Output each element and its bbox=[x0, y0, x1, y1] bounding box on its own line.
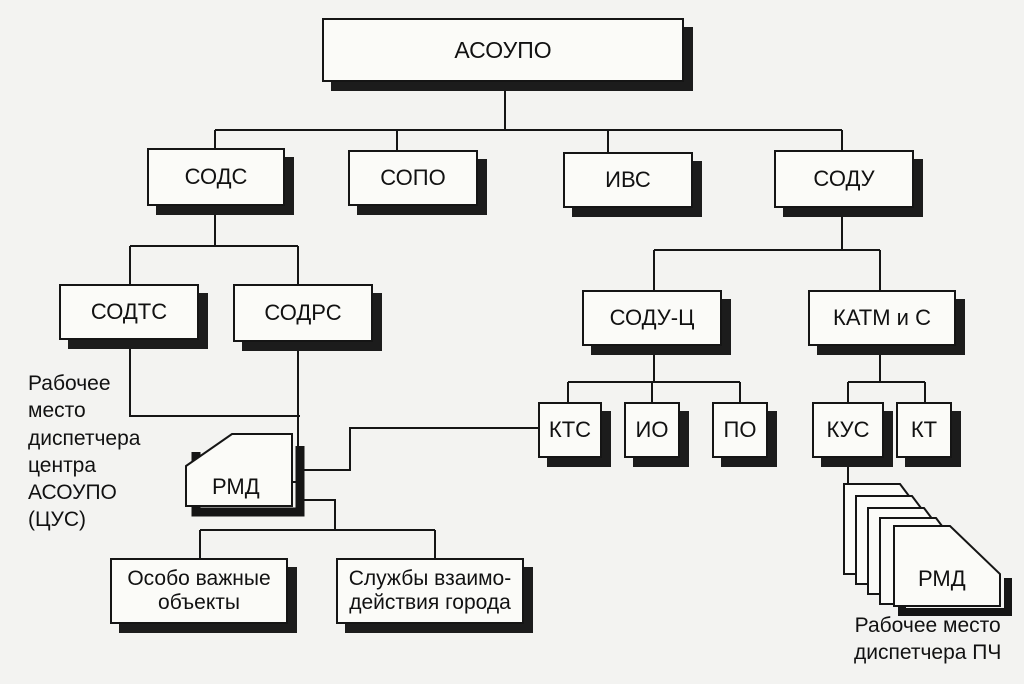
root-node-asoupo: АСОУПО bbox=[322, 18, 684, 82]
node-kt: КТ bbox=[896, 402, 952, 458]
city-services-line-2: действия города bbox=[349, 591, 511, 614]
node-io: ИО bbox=[624, 402, 680, 458]
caption-center-workplace: Рабочее место диспетчера центра АСОУПО (… bbox=[28, 370, 140, 534]
node-important-objects: Особо важные объекты bbox=[110, 558, 288, 624]
caption-center-line: Рабочее bbox=[28, 372, 111, 395]
label-rmd-center: РМД bbox=[212, 474, 260, 499]
node-sods: СОДС bbox=[147, 148, 285, 206]
caption-center-line: (ЦУС) bbox=[28, 508, 87, 532]
edge-katm-children bbox=[847, 348, 926, 402]
caption-center-line: место bbox=[28, 399, 86, 423]
node-katm-i-s: КАТМ и С bbox=[808, 290, 956, 346]
node-kts: КТС bbox=[538, 402, 602, 458]
node-city-services: Службы взаимо- действия города bbox=[336, 558, 524, 624]
node-sodrs: СОДРС bbox=[233, 284, 373, 342]
node-kus: КУС bbox=[812, 402, 884, 458]
rmd-center-shape bbox=[185, 433, 305, 517]
important-objects-line-1: Особо важные bbox=[127, 566, 271, 590]
caption-center-line: АСОУПО bbox=[28, 481, 117, 505]
caption-center-line: центра bbox=[28, 453, 97, 477]
caption-pch-line: диспетчера ПЧ bbox=[854, 641, 1002, 665]
label-rmd-pch: РМД bbox=[918, 566, 966, 591]
city-services-line-1: Службы взаимо- bbox=[348, 566, 512, 590]
edge-sodu-children bbox=[653, 212, 881, 290]
caption-center-line: диспетчера bbox=[28, 426, 141, 450]
node-sodu: СОДУ bbox=[774, 150, 914, 208]
node-ivs: ИВС bbox=[563, 152, 693, 208]
node-sodts: СОДТС bbox=[59, 284, 199, 340]
edge-rmd-bottom bbox=[199, 482, 436, 558]
caption-pch-workplace: Рабочее место диспетчера ПЧ bbox=[854, 612, 1001, 667]
caption-pch-line: Рабочее место bbox=[854, 614, 1001, 637]
edge-root-bus bbox=[214, 88, 843, 152]
node-po: ПО bbox=[712, 402, 768, 458]
edge-sods-children bbox=[129, 210, 299, 284]
important-objects-line-2: объекты bbox=[158, 591, 240, 614]
edge-soduc-children bbox=[567, 348, 741, 402]
node-sopo: СОПО bbox=[348, 150, 478, 206]
rmd-pch-stack bbox=[843, 483, 1012, 616]
node-sodu-c: СОДУ-Ц bbox=[582, 290, 722, 346]
